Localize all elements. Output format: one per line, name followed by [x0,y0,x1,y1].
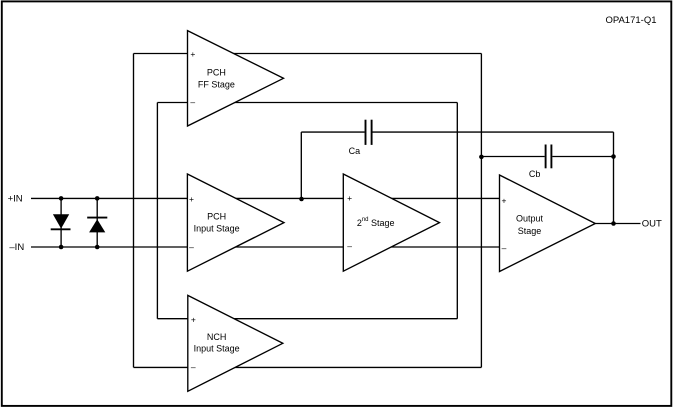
svg-text:NCH: NCH [207,332,227,342]
svg-text:+: + [191,314,196,324]
svg-text:PCH: PCH [207,212,226,222]
svg-text:FF Stage: FF Stage [198,79,235,89]
svg-text:–: – [189,242,194,252]
svg-text:Stage: Stage [518,226,542,236]
svg-text:OPA171-Q1: OPA171-Q1 [605,15,656,26]
svg-text:–IN: –IN [9,242,24,253]
svg-text:+: + [190,49,195,59]
svg-text:Input Stage: Input Stage [194,344,240,354]
svg-text:–: – [347,241,352,251]
svg-text:+IN: +IN [8,193,23,204]
svg-text:2nd Stage: 2nd Stage [357,217,395,228]
svg-text:–: – [190,97,195,107]
svg-text:–: – [191,362,196,372]
svg-text:+: + [347,193,352,203]
svg-text:Cb: Cb [529,169,541,179]
svg-text:–: – [502,243,507,253]
svg-text:Output: Output [516,213,544,223]
svg-text:Input Stage: Input Stage [194,224,240,234]
svg-text:+: + [189,194,194,204]
svg-text:+: + [502,195,507,205]
svg-text:PCH: PCH [207,67,226,77]
svg-text:Ca: Ca [349,146,361,156]
svg-text:OUT: OUT [642,219,662,230]
